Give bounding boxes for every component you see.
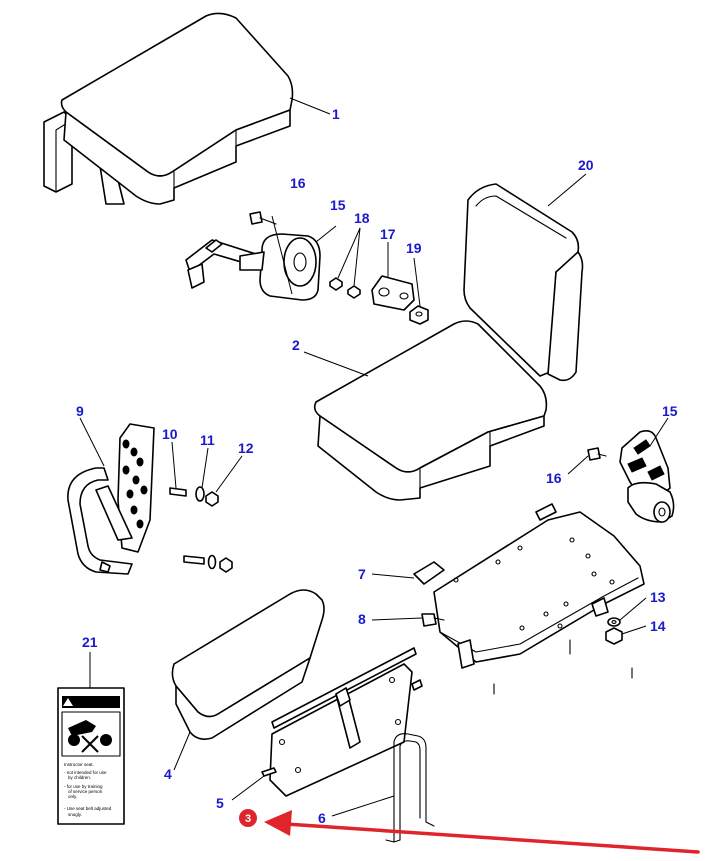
arrow-shaft [284, 822, 700, 854]
callout-labels: 1 20 16 15 18 17 19 2 9 10 11 12 15 16 7… [76, 106, 678, 826]
callout-12: 12 [238, 440, 254, 456]
warning-line-5: of service person [68, 789, 103, 794]
seat-belt-buckle [619, 430, 675, 523]
backrest [463, 183, 584, 382]
callout-21: 21 [82, 634, 98, 650]
bolt-16-lower [587, 447, 607, 461]
callout-20: 20 [578, 157, 594, 173]
warning-line-3: by children. [68, 775, 91, 780]
callout-13: 13 [650, 589, 666, 605]
highlight-arrow [264, 810, 700, 854]
callout-9: 9 [76, 403, 84, 419]
callout-6: 6 [318, 810, 326, 826]
seat-belt-retractor [185, 233, 321, 301]
bracket-17 [371, 275, 415, 311]
callout-16-upper: 16 [290, 175, 306, 191]
nut-19 [409, 305, 429, 325]
callout-1: 1 [332, 106, 340, 122]
washer-11 [195, 486, 205, 502]
callout-15-upper: 15 [330, 197, 346, 213]
callout-11: 11 [200, 432, 215, 448]
bolt-8 [421, 613, 445, 627]
marker-label: 3 [245, 813, 251, 825]
callout-18: 18 [354, 210, 370, 226]
warning-line-2: - not intended for use [64, 770, 107, 775]
callout-14: 14 [650, 618, 666, 634]
washer-13 [607, 617, 621, 627]
warning-label: WARNING Instructor seat. - not intended … [57, 687, 125, 825]
seat-base-frame [413, 503, 645, 695]
callout-4: 4 [164, 766, 172, 782]
leader-lines [79, 97, 669, 817]
callout-19: 19 [406, 240, 422, 256]
callout-2: 2 [292, 337, 300, 353]
callout-16-lower: 16 [546, 470, 562, 486]
pin-10 [169, 487, 187, 497]
warning-line-6: only. [68, 794, 77, 799]
seat-cushion-main [313, 320, 548, 501]
pin-lower [183, 554, 233, 573]
warning-line-4: - for use by training [64, 784, 103, 789]
warning-line-1: Instructor seat. [64, 762, 94, 767]
small-cushion [171, 589, 325, 740]
nut-12 [205, 491, 219, 507]
callout-5: 5 [216, 795, 224, 811]
callout-17: 17 [380, 226, 396, 242]
callout-8: 8 [358, 611, 366, 627]
warning-line-7: - Use seat belt adjusted [64, 806, 112, 811]
nut-14 [605, 627, 623, 645]
arrow-left-icon [264, 810, 292, 836]
callout-15-lower: 15 [662, 403, 678, 419]
warning-header: WARNING [72, 700, 103, 707]
bolt-18 [329, 277, 361, 299]
u-bracket [385, 733, 435, 843]
callout-10: 10 [162, 426, 178, 442]
callout-7: 7 [358, 566, 366, 582]
part-3-marker: 3 [239, 809, 257, 827]
handle-bracket [67, 423, 155, 575]
warning-line-8: snugly. [68, 812, 82, 817]
seat-cushion-upper [43, 12, 294, 205]
